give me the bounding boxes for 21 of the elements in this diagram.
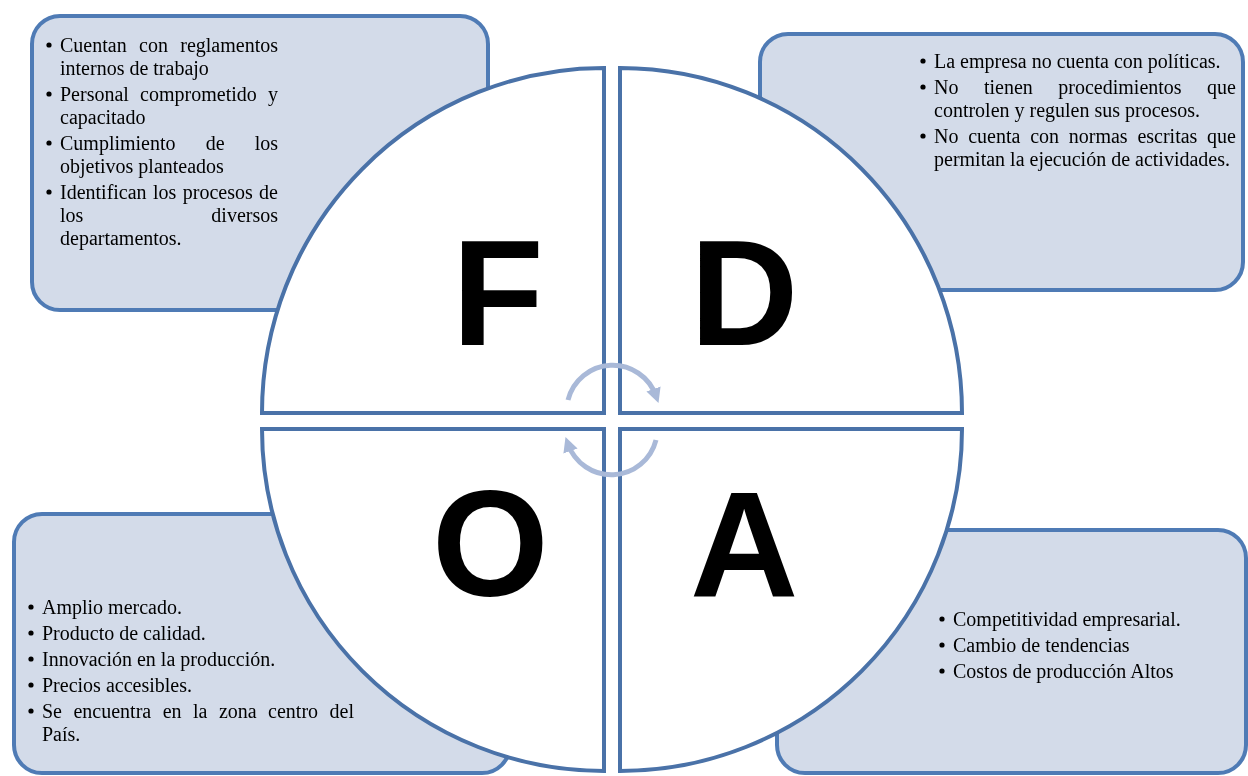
bullet-item: Competitividad empresarial. [953, 608, 1181, 630]
bullet-item: Se encuentra en la zona centro del País. [42, 700, 354, 745]
bullet-item: La empresa no cuenta con políticas. [934, 50, 1221, 72]
bullet-item: Costos de producción Altos [953, 660, 1174, 682]
bullet-item: Cuentan con reglamentos internos de trabajo [60, 34, 278, 79]
curved-arrow [565, 362, 660, 403]
bullet-item: Producto de calidad. [42, 622, 206, 644]
bullet-item: Personal comprometido y capacitado [60, 83, 278, 128]
quadrant-letter: D [690, 218, 799, 368]
bullet-item: Precios accesibles. [42, 674, 192, 696]
quadrant-letter: F [452, 218, 544, 368]
bullet-item: Cambio de tendencias [953, 634, 1130, 656]
curved-arrow [564, 437, 659, 478]
bullet-item: Cumplimiento de los objetivos planteados [60, 132, 278, 177]
bullet-item: No cuenta con normas escritas que permitan la ejecución de actividades. [934, 125, 1236, 170]
quadrant-letter: O [432, 469, 549, 619]
bullet-item: Innovación en la producción. [42, 648, 276, 670]
quadrant-letter: A [690, 469, 799, 619]
bullet-item: No tienen procedimientos que controlen y regulen sus procesos. [934, 76, 1236, 121]
bullet-item: Amplio mercado. [42, 596, 182, 618]
bullet-item: Identifican los procesos de los diversos departamentos. [60, 181, 278, 249]
